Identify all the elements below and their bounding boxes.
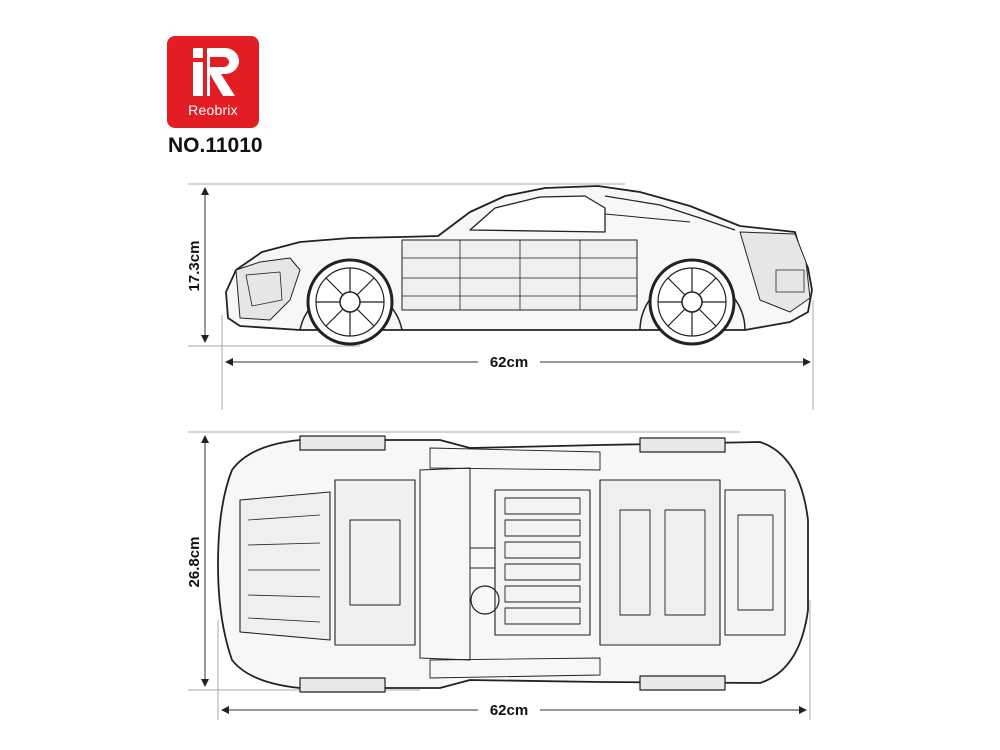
top-length-label: 62cm xyxy=(490,702,528,719)
top-view-car xyxy=(217,435,809,693)
side-length-label: 62cm xyxy=(490,354,528,371)
top-width-label: 26.8cm xyxy=(186,537,203,588)
side-rear-wheel xyxy=(648,258,736,346)
side-height-label: 17.3cm xyxy=(186,241,203,292)
side-front-wheel xyxy=(306,258,394,346)
model-number: NO.11010 xyxy=(168,134,263,157)
side-view-dimensions xyxy=(188,183,814,410)
reobrix-logo-icon xyxy=(193,48,239,96)
brand-name: Reobrix xyxy=(188,102,238,118)
brand-logo: Reobrix xyxy=(167,36,259,128)
